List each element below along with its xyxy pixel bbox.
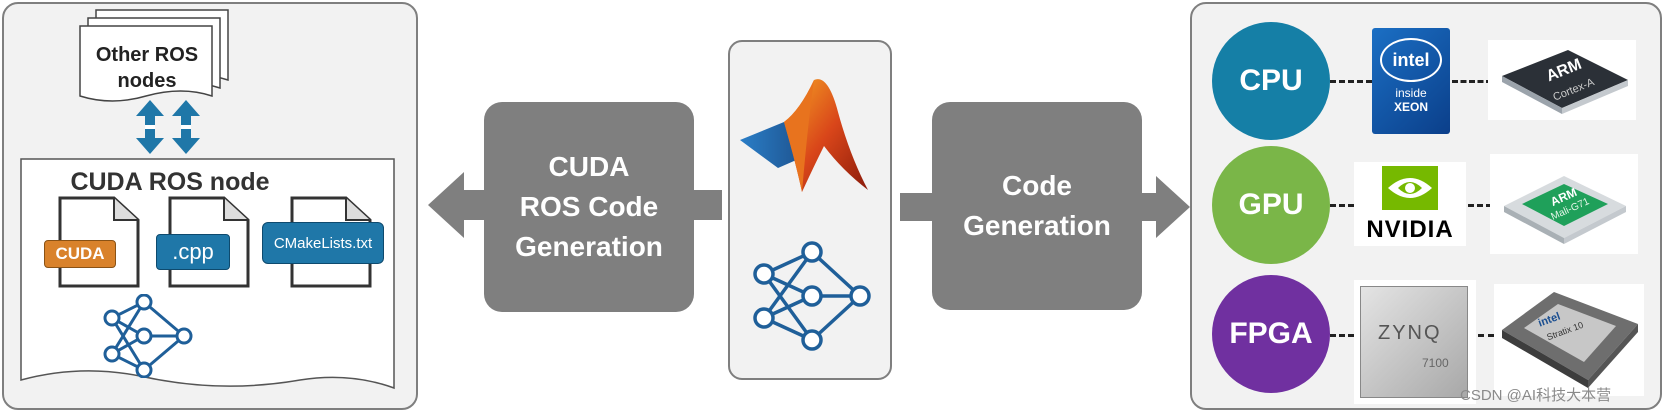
cuda-ros-node-title: CUDA ROS node: [70, 168, 270, 196]
cpu-circle: CPU: [1212, 22, 1330, 140]
cpu-label: CPU: [1239, 64, 1303, 97]
xeon-text: XEON: [1393, 100, 1428, 114]
gpu-circle: GPU: [1212, 146, 1330, 264]
cuda-ros-code-generation-label: CUDA ROS Code Generation: [515, 151, 663, 262]
cmakelists-file-badge: CMakeLists.txt: [262, 222, 384, 264]
fpga-label: FPGA: [1229, 317, 1313, 350]
bidirectional-arrow-icon: [136, 100, 164, 154]
intel-brand-text: intel: [1392, 49, 1430, 70]
connector-line: [1330, 334, 1354, 337]
nvidia-logo-icon: NVIDIA: [1354, 162, 1466, 246]
matlab-logo-icon: [740, 79, 868, 192]
cpp-file-badge: .cpp: [156, 234, 230, 270]
other-ros-nodes-label: Other ROS nodes: [95, 44, 199, 92]
bidirectional-arrow-icon: [172, 100, 200, 154]
connector-line: [1452, 80, 1492, 83]
xilinx-zynq-chip-icon: ZYNQ 7100: [1354, 280, 1476, 404]
other-ros-nodes-stack-icon: [79, 9, 229, 102]
neural-network-icon: [103, 294, 193, 378]
intel-xeon-chip-icon: intel inside XEON: [1372, 28, 1450, 134]
cuda-file-badge: CUDA: [44, 240, 116, 268]
cuda-ros-code-generation-box: CUDA ROS Code Generation: [484, 102, 694, 312]
arm-mali-chip-icon: ARM Mali-G71: [1490, 154, 1638, 254]
nvidia-wordmark: NVIDIA: [1366, 216, 1454, 243]
zynq-brand-text: ZYNQ: [1378, 322, 1442, 344]
arm-cortex-a-chip-icon: ARM Cortex-A: [1488, 40, 1636, 120]
intel-inside-text: inside: [1395, 86, 1427, 100]
code-generation-label: Code Generation: [963, 170, 1111, 241]
connector-line: [1478, 334, 1494, 337]
connector-line: [1468, 204, 1492, 207]
zynq-model-text: 7100: [1422, 356, 1449, 370]
intel-stratix-chip-icon: intel Stratix 10: [1494, 284, 1644, 396]
watermark-text: CSDN @AI科技大本营: [1460, 387, 1612, 404]
neural-network-icon: [753, 241, 871, 351]
connector-line: [1330, 204, 1354, 207]
connector-line: [1330, 80, 1372, 83]
code-generation-box: Code Generation: [932, 102, 1142, 310]
gpu-label: GPU: [1238, 188, 1304, 221]
fpga-circle: FPGA: [1212, 275, 1330, 393]
